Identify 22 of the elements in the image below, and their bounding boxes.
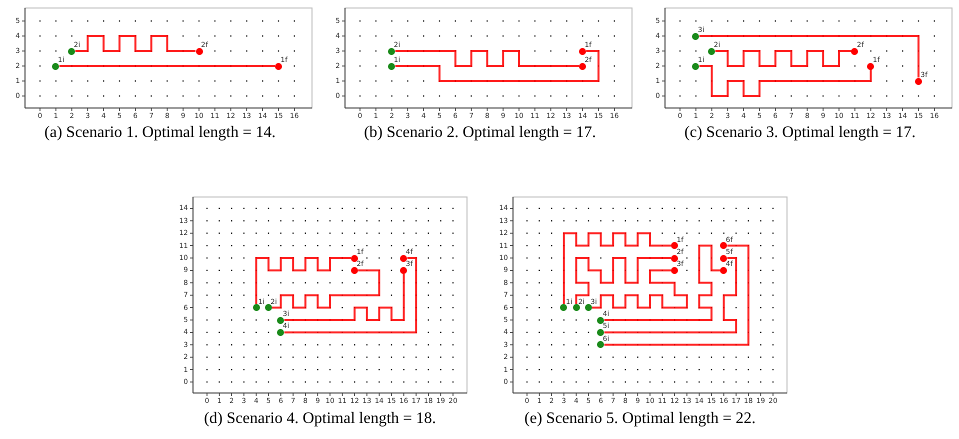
- panel-label: (c) Scenario 3. Optimal length = 17.: [683, 124, 917, 142]
- route-line: [75, 35, 196, 52]
- route-line: [284, 274, 405, 321]
- route-line: [272, 269, 380, 309]
- route-line: [592, 269, 688, 309]
- route-line: [699, 65, 872, 97]
- route-line: [59, 65, 275, 67]
- route-line: [699, 35, 920, 78]
- panel-label: (e) Scenario 5. Optimal length = 22.: [523, 410, 757, 428]
- route-line: [604, 244, 720, 321]
- route-line: [562, 232, 672, 304]
- route-line: [575, 257, 672, 304]
- route-line: [715, 50, 852, 67]
- route-line: [604, 244, 750, 346]
- panel-label: (d) Scenario 4. Optimal length = 18.: [202, 410, 438, 428]
- route-line: [255, 257, 352, 304]
- panel-label: (b) Scenario 2. Optimal length = 17.: [362, 124, 598, 142]
- panel-label: (a) Scenario 1. Optimal length = 14.: [43, 124, 277, 142]
- route-line: [395, 50, 580, 67]
- route-line: [604, 257, 738, 334]
- route-line: [284, 257, 418, 334]
- route-line: [395, 50, 600, 82]
